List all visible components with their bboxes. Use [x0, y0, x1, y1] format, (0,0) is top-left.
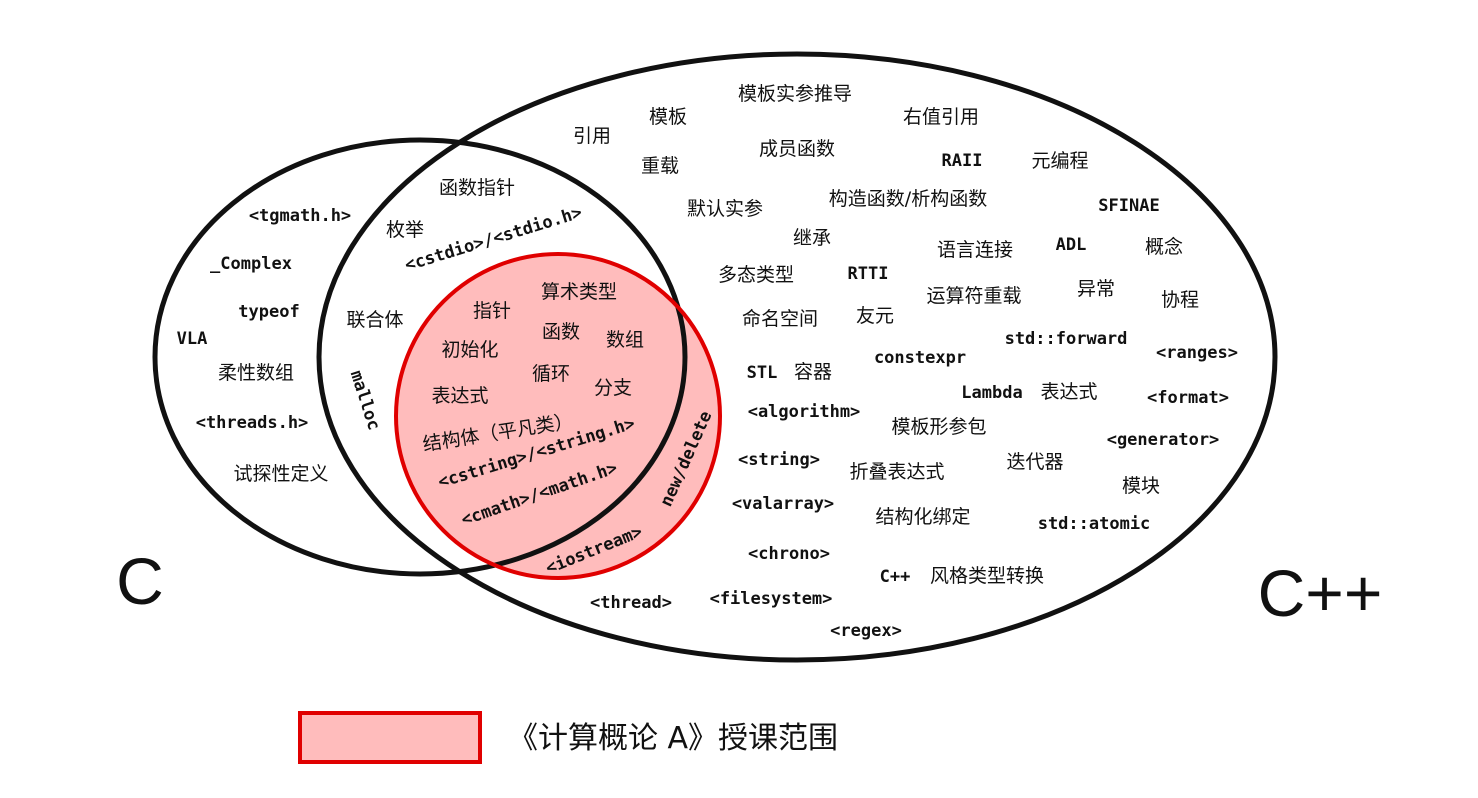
cpp-adl: ADL [1056, 235, 1087, 255]
cpp-raii: RAII [942, 151, 983, 171]
cpp-set-label: C++ [1258, 556, 1383, 630]
cpp-template: 模板 [649, 106, 687, 128]
cpp-lambda-suffix: 表达式 [1040, 381, 1097, 403]
cpp-namespace: 命名空间 [742, 308, 818, 330]
cpp-filesystem: <filesystem> [710, 589, 833, 609]
course-scope-outline [394, 252, 722, 580]
cpp-exception: 异常 [1077, 278, 1115, 300]
course-expression: 表达式 [431, 385, 488, 407]
c-only-vla: VLA [177, 329, 208, 349]
cpp-overload: 重载 [641, 155, 679, 177]
cpp-op-overload: 运算符重载 [926, 285, 1021, 307]
cpp-rvalue-ref: 右值引用 [903, 106, 979, 128]
cpp-iterator: 迭代器 [1006, 451, 1063, 473]
course-init: 初始化 [441, 339, 498, 361]
cpp-valarray: <valarray> [732, 494, 834, 514]
cpp-fold-expr: 折叠表达式 [849, 461, 944, 483]
cpp-ranges: <ranges> [1156, 343, 1238, 363]
cpp-ctor-dtor: 构造函数/析构函数 [829, 188, 987, 210]
cpp-stl-prefix: STL [747, 363, 778, 383]
cpp-constexpr: constexpr [874, 348, 966, 368]
cpp-sfinae: SFINAE [1098, 196, 1159, 216]
c-only-flexible-array: 柔性数组 [218, 362, 294, 384]
course-branch: 分支 [594, 377, 632, 399]
cpp-coroutine: 协程 [1161, 289, 1199, 311]
cpp-chrono: <chrono> [748, 544, 830, 564]
cpp-rtti: RTTI [848, 264, 889, 284]
shared-func-ptr: 函数指针 [439, 177, 515, 199]
cpp-cast-prefix: C++ [880, 567, 911, 587]
cpp-regex: <regex> [830, 621, 902, 641]
course-loop: 循环 [532, 363, 570, 385]
cpp-stl-container: 容器 [794, 361, 832, 383]
cpp-format: <format> [1147, 388, 1229, 408]
c-set-ellipse [152, 137, 688, 577]
cpp-string: <string> [738, 450, 820, 470]
cpp-atomic: std::atomic [1038, 514, 1151, 534]
course-arith-types: 算术类型 [541, 281, 617, 303]
legend-label: 《计算概论 A》授课范围 [508, 721, 838, 756]
cpp-algorithm: <algorithm> [748, 402, 861, 422]
cpp-metaprog: 元编程 [1031, 150, 1088, 172]
cpp-generator: <generator> [1107, 430, 1220, 450]
c-only-threads: <threads.h> [196, 413, 309, 433]
cpp-member-func: 成员函数 [759, 138, 835, 160]
cpp-linkage: 语言连接 [937, 239, 1013, 261]
cpp-default-arg: 默认实参 [687, 198, 763, 220]
c-only-tgmath: <tgmath.h> [249, 206, 351, 226]
cpp-cast-style: 风格类型转换 [930, 565, 1044, 587]
cpp-lambda-prefix: Lambda [961, 383, 1022, 403]
cpp-friend: 友元 [856, 305, 894, 327]
c-only-typeof: typeof [238, 302, 299, 322]
shared-enum: 枚举 [386, 219, 424, 241]
shared-malloc: malloc [346, 368, 384, 433]
course-array: 数组 [606, 329, 644, 351]
cpp-inheritance: 继承 [793, 227, 831, 249]
course-pointer: 指针 [473, 300, 511, 322]
cpp-structured-binding: 结构化绑定 [875, 506, 970, 528]
cpp-polymorphic: 多态类型 [718, 264, 794, 286]
c-set-label: C [116, 544, 164, 618]
cpp-reference: 引用 [573, 125, 611, 147]
cpp-thread: <thread> [590, 593, 672, 613]
cpp-set-ellipse [316, 51, 1278, 663]
course-scope-circle [396, 254, 720, 578]
c-only-complex: _Complex [210, 254, 292, 274]
shared-union: 联合体 [346, 309, 403, 331]
cpp-module: 模块 [1122, 475, 1160, 497]
course-function: 函数 [542, 321, 580, 343]
cpp-tmpl-arg-deduction: 模板实参推导 [738, 83, 852, 105]
cpp-param-pack: 模板形参包 [891, 416, 986, 438]
legend-swatch [298, 711, 482, 764]
cpp-std-forward: std::forward [1005, 329, 1128, 349]
c-only-tentative-def: 试探性定义 [233, 463, 328, 485]
cpp-concept: 概念 [1145, 235, 1183, 258]
